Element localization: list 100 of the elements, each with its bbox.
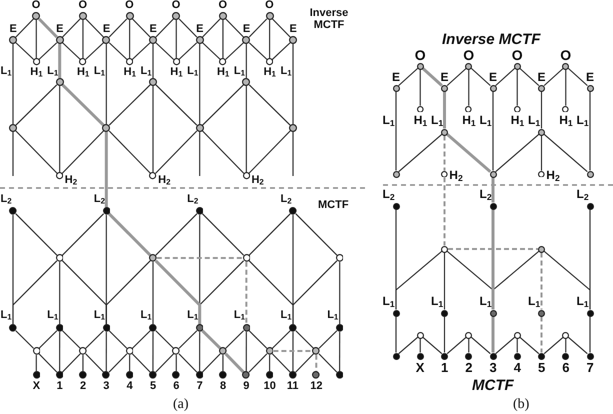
signal-label: L$_{1}$: [140, 66, 152, 78]
signal-label: L$_{2}$: [94, 194, 105, 206]
panel-caption: (b): [513, 397, 530, 412]
signal-label: H$_{1}$: [170, 67, 183, 79]
connector-line: [12, 260, 58, 324]
connector-line: [108, 353, 128, 373]
node-dot: [126, 58, 134, 66]
node-dot: [219, 58, 227, 66]
thick-connector: [154, 260, 202, 324]
signal-label: L$_{1}$: [94, 310, 105, 322]
signal-label: E: [538, 70, 546, 82]
node-dot: [465, 352, 472, 360]
connector-line: [82, 354, 84, 372]
signal-label: L$_{1}$: [280, 310, 292, 322]
connector-line: [470, 68, 491, 86]
frame-number: 12: [310, 380, 322, 392]
connector-line: [108, 84, 151, 126]
signal-label: L$_{2}$: [576, 188, 589, 202]
frame-number: 5: [150, 380, 156, 392]
frame-number: 4: [514, 361, 521, 374]
connector-line: [59, 86, 60, 172]
connector-line: [420, 338, 421, 352]
connector-line: [568, 336, 588, 354]
node-dot: [538, 84, 545, 92]
connector-line: [16, 42, 34, 60]
node-dot: [149, 78, 157, 86]
node-dot: [102, 207, 110, 215]
node-dot: [490, 84, 496, 92]
node-dot: [126, 12, 134, 20]
node-dot: [312, 347, 320, 355]
node-dot: [562, 332, 570, 338]
signal-label: H$_{1}$: [264, 67, 276, 79]
node-dot: [242, 78, 250, 86]
connector-line: [15, 213, 58, 256]
node-dot: [586, 310, 594, 316]
signal-label: L$_{1}$: [528, 294, 540, 308]
node-dot: [586, 170, 594, 178]
connector-line: [202, 353, 221, 373]
signal-label: H$_{2}$: [64, 175, 78, 187]
signal-label: L$_{2}$: [382, 188, 395, 202]
signal-label: H$_{2}$: [449, 169, 463, 183]
node-dot: [441, 246, 448, 252]
node-dot: [441, 310, 448, 316]
node-dot: [196, 324, 204, 332]
connector-line: [272, 18, 291, 38]
thick-connector: [446, 133, 492, 173]
connector-line: [471, 336, 491, 354]
signal-label: O: [560, 48, 572, 62]
node-dot: [514, 332, 521, 338]
connector-line: [540, 136, 542, 171]
node-dot: [79, 58, 87, 66]
node-dot: [538, 128, 545, 136]
node-dot: [586, 202, 594, 210]
connector-line: [519, 68, 540, 86]
node-dot: [266, 12, 274, 20]
node-dot: [242, 172, 250, 180]
signal-label: H$_{1}$: [124, 67, 136, 79]
connector-line: [62, 18, 81, 38]
connector-line: [292, 132, 294, 176]
signal-label: L$_{1}$: [187, 66, 198, 78]
connector-line: [589, 92, 591, 170]
thick-connector: [443, 92, 446, 128]
dashed-connector: [156, 257, 243, 259]
node-dot: [441, 352, 448, 360]
signal-label: L$_{2}$: [187, 194, 198, 206]
connector-line: [36, 20, 37, 58]
connector-line: [106, 332, 107, 372]
signal-label: L$_{1}$: [234, 66, 245, 78]
node-dot: [289, 124, 298, 132]
connector-line: [129, 20, 130, 58]
frame-number: 3: [103, 380, 110, 392]
connector-line: [155, 353, 174, 373]
node-dot: [586, 84, 594, 92]
node-dot: [289, 371, 297, 379]
connector-line: [395, 92, 397, 170]
node-dot: [56, 172, 64, 180]
connector-line: [152, 86, 154, 172]
frame-number: X: [32, 380, 40, 392]
frame-number: 2: [80, 380, 86, 392]
signal-label: E: [586, 70, 594, 82]
signal-label: L$_{1}$: [140, 310, 152, 322]
dashed-connector: [245, 262, 248, 324]
connector-line: [446, 68, 467, 86]
signal-label: L$_{1}$: [528, 114, 540, 128]
connector-line: [106, 260, 151, 324]
node-dot: [172, 58, 180, 66]
connector-line: [398, 68, 418, 86]
frame-number: 1: [441, 361, 448, 374]
connector-line: [132, 330, 151, 349]
thick-connector: [104, 132, 108, 208]
dashed-connector: [444, 177, 446, 246]
thick-connector: [492, 178, 494, 202]
connector-line: [152, 262, 154, 324]
node-dot: [242, 36, 250, 44]
signal-label: L$_{1}$: [327, 310, 338, 322]
signal-label: L$_{1}$: [480, 294, 492, 308]
frame-number: 3: [490, 361, 497, 374]
connector-line: [199, 132, 200, 176]
signal-label: H$_{1}$: [510, 114, 524, 128]
node-dot: [392, 310, 400, 316]
